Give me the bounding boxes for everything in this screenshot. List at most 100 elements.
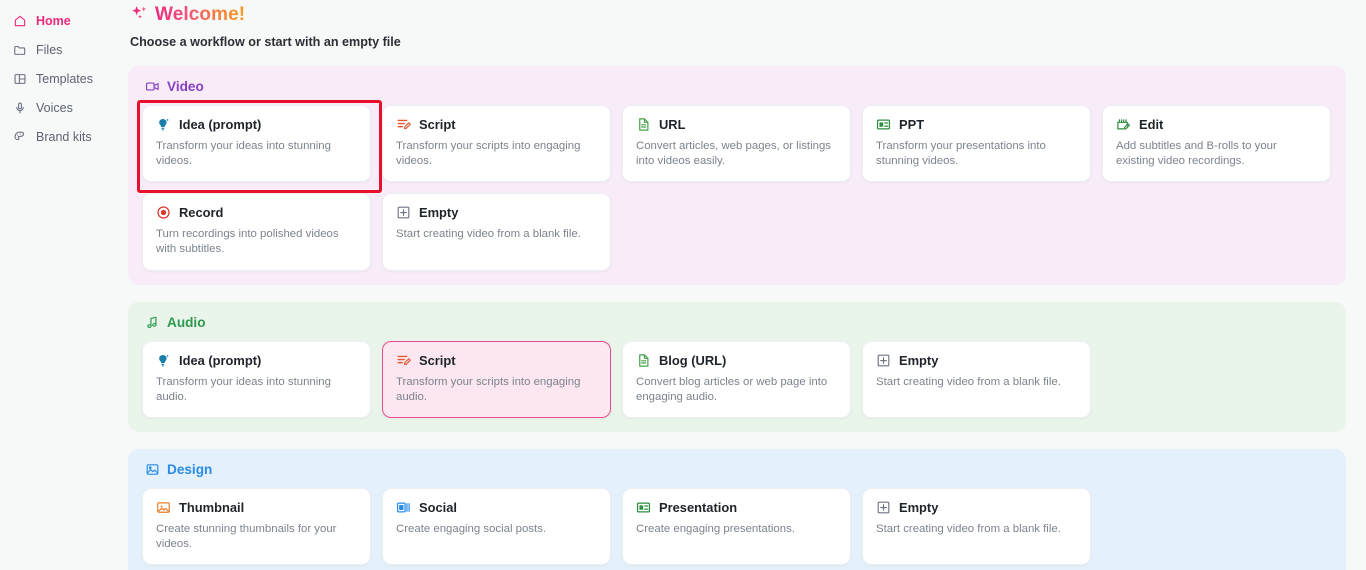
card-description: Transform your scripts into engaging aud… bbox=[396, 375, 581, 403]
card-title: Empty bbox=[899, 499, 939, 515]
card-header: Idea (prompt) bbox=[156, 353, 357, 368]
sidebar-item-label: Files bbox=[36, 42, 63, 57]
workflow-card-audio-idea-prompt[interactable]: Idea (prompt) Transform your ideas into s… bbox=[142, 340, 371, 418]
thumbnail-icon bbox=[156, 500, 171, 515]
section-title: Audio bbox=[167, 314, 206, 330]
plus-square-icon bbox=[876, 353, 891, 368]
card-description: Convert blog articles or web page into e… bbox=[636, 375, 828, 403]
card-title: Blog (URL) bbox=[659, 352, 727, 368]
card-header: PPT bbox=[876, 117, 1077, 132]
music-note-icon bbox=[145, 315, 160, 330]
card-description: Transform your scripts into engaging vid… bbox=[396, 140, 581, 168]
card-header: Blog (URL) bbox=[636, 353, 837, 368]
page-title: Welcome! bbox=[155, 4, 246, 25]
plus-square-icon bbox=[396, 205, 411, 220]
sidebar-item-files[interactable]: Files bbox=[0, 35, 128, 64]
card-grid-video: Idea (prompt) Transform your ideas into s… bbox=[137, 99, 1332, 271]
card-description: Transform your ideas into stunning audio… bbox=[156, 375, 331, 403]
card-header: Empty bbox=[876, 500, 1077, 515]
card-title: Empty bbox=[899, 352, 939, 368]
image-icon bbox=[145, 462, 160, 477]
folder-icon bbox=[13, 43, 27, 57]
mic-icon bbox=[13, 101, 27, 115]
card-description: Create engaging presentations. bbox=[636, 522, 795, 535]
workflow-card-video-ppt[interactable]: PPT Transform your presentations into stu… bbox=[862, 105, 1091, 183]
card-header: Presentation bbox=[636, 500, 837, 515]
section-header-video: Video bbox=[142, 78, 1332, 94]
lightbulb-icon bbox=[156, 117, 171, 132]
card-header: Script bbox=[396, 353, 597, 368]
sidebar-item-voices[interactable]: Voices bbox=[0, 93, 128, 122]
sparkles-icon bbox=[130, 4, 150, 26]
script-icon bbox=[396, 353, 411, 368]
welcome-header: Welcome! bbox=[128, 0, 1346, 26]
card-description: Turn recordings into polished videos wit… bbox=[156, 228, 339, 256]
card-header: Record bbox=[156, 205, 357, 220]
card-header: Empty bbox=[396, 205, 597, 220]
card-title: Script bbox=[419, 117, 456, 132]
record-icon bbox=[156, 205, 171, 220]
card-grid-audio: Idea (prompt) Transform your ideas into s… bbox=[142, 340, 1332, 418]
card-description: Add subtitles and B-rolls to your existi… bbox=[1116, 140, 1277, 168]
card-title: Edit bbox=[1139, 117, 1164, 132]
section-header-design: Design bbox=[142, 461, 1332, 477]
edit-clip-icon bbox=[1116, 117, 1131, 132]
card-description: Create engaging social posts. bbox=[396, 522, 547, 535]
workflow-card-video-idea-prompt[interactable]: Idea (prompt) Transform your ideas into s… bbox=[137, 99, 382, 194]
card-title: Social bbox=[419, 499, 457, 515]
script-icon bbox=[396, 117, 411, 132]
card-header: Empty bbox=[876, 353, 1077, 368]
home-icon bbox=[13, 14, 27, 28]
sidebar-item-label: Brand kits bbox=[36, 129, 92, 144]
templates-icon bbox=[13, 72, 27, 86]
video-camera-icon bbox=[145, 79, 160, 94]
slides-icon bbox=[876, 117, 891, 132]
card-title: Idea (prompt) bbox=[179, 117, 262, 132]
card-description: Transform your ideas into stunning video… bbox=[156, 140, 331, 168]
card-header: URL bbox=[636, 117, 837, 132]
card-description: Start creating video from a blank file. bbox=[876, 522, 1061, 535]
card-description: Transform your presentations into stunni… bbox=[876, 140, 1046, 168]
card-title: Presentation bbox=[659, 499, 738, 515]
card-header: Script bbox=[396, 117, 597, 132]
sidebar-item-home[interactable]: Home bbox=[0, 6, 128, 35]
page-subtitle: Choose a workflow or start with an empty… bbox=[130, 35, 401, 49]
sidebar-item-label: Templates bbox=[36, 71, 93, 86]
section-header-audio: Audio bbox=[142, 314, 1332, 330]
sidebar-item-label: Voices bbox=[36, 100, 73, 115]
section-title: Video bbox=[167, 79, 204, 94]
sidebar-item-label: Home bbox=[36, 13, 71, 28]
workflow-card-audio-blog-url[interactable]: Blog (URL) Convert blog articles or web p… bbox=[622, 340, 851, 418]
card-title: Script bbox=[419, 352, 456, 368]
workflow-card-video-url[interactable]: URL Convert articles, web pages, or listi… bbox=[622, 105, 851, 183]
card-description: Create stunning thumbnails for your vide… bbox=[156, 522, 337, 551]
card-title: Record bbox=[179, 205, 224, 221]
sidebar-item-brand-kits[interactable]: Brand kits bbox=[0, 122, 128, 151]
main-content: Welcome! Choose a workflow or start with… bbox=[128, 0, 1366, 570]
card-header: Edit bbox=[1116, 117, 1317, 132]
slides-icon bbox=[636, 500, 651, 515]
card-title: Thumbnail bbox=[179, 499, 245, 515]
card-title: Empty bbox=[419, 205, 459, 221]
card-description: Start creating video from a blank file. bbox=[396, 228, 581, 241]
card-description: Convert articles, web pages, or listings… bbox=[636, 140, 831, 168]
card-title: Idea (prompt) bbox=[179, 352, 262, 368]
card-header: Thumbnail bbox=[156, 500, 357, 515]
sidebar-item-templates[interactable]: Templates bbox=[0, 64, 128, 93]
lightbulb-icon bbox=[156, 353, 171, 368]
